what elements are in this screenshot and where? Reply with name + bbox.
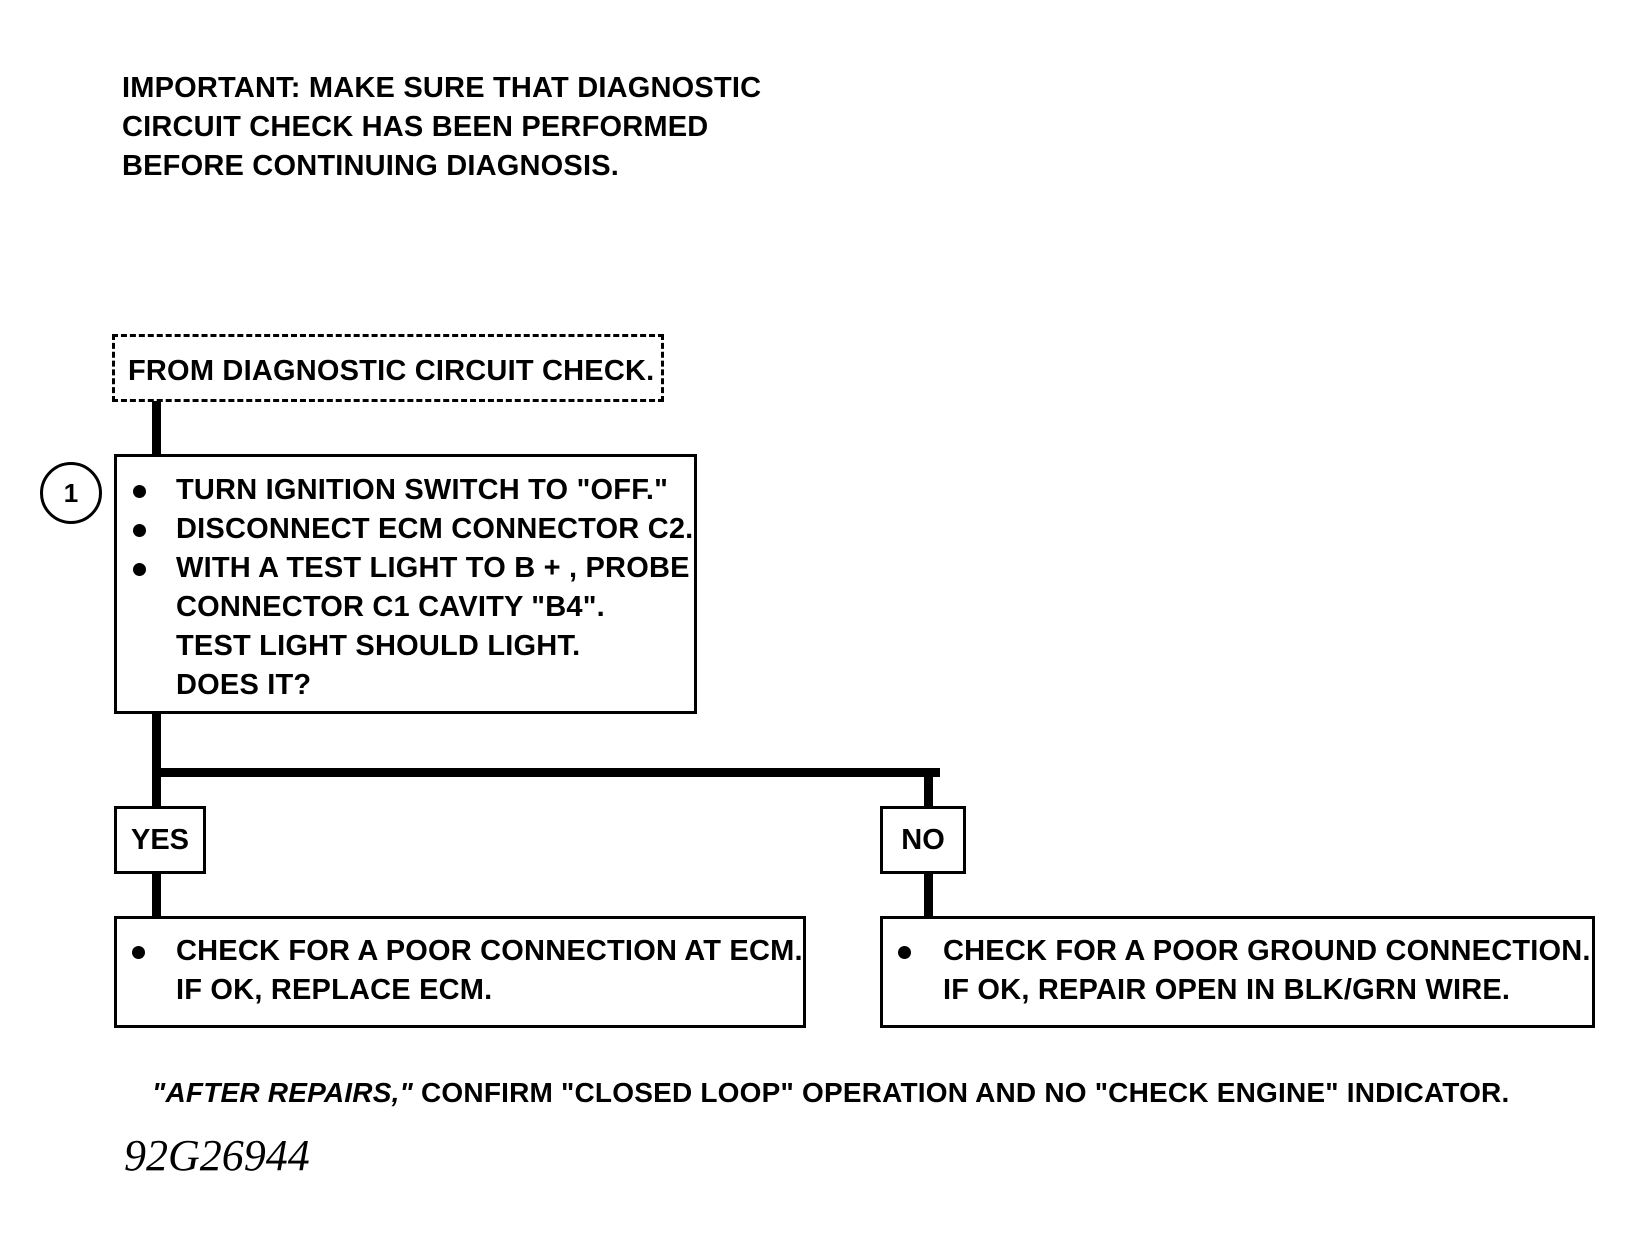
bullet	[132, 946, 145, 959]
start-label: FROM DIAGNOSTIC CIRCUIT CHECK.	[128, 355, 655, 387]
footer-note: "AFTER REPAIRS," CONFIRM "CLOSED LOOP" O…	[152, 1073, 1509, 1112]
start-box	[112, 334, 664, 402]
step1-box	[114, 454, 697, 714]
important-line-2: CIRCUIT CHECK HAS BEEN PERFORMED	[122, 111, 709, 143]
no-line-1: CHECK FOR A POOR GROUND CONNECTION.	[943, 935, 1591, 967]
step1-line-1: TURN IGNITION SWITCH TO "OFF."	[176, 474, 669, 506]
no-label-box: NO	[880, 806, 966, 874]
figure-id: 92G26944	[124, 1131, 310, 1180]
connector-branch-horizontal	[152, 768, 940, 777]
bullet	[133, 524, 146, 537]
step1-line-6: DOES IT?	[176, 669, 312, 701]
connector-branch-no	[924, 768, 933, 808]
bullet	[898, 946, 911, 959]
important-line-3: BEFORE CONTINUING DIAGNOSIS.	[122, 150, 620, 182]
important-line-1: IMPORTANT: MAKE SURE THAT DIAGNOSTIC	[122, 72, 762, 104]
yes-label: YES	[130, 823, 190, 856]
step1-line-4: CONNECTOR C1 CAVITY "B4".	[176, 591, 605, 623]
connector-start-step1	[152, 401, 161, 456]
step-number-circle: 1	[40, 462, 102, 524]
connector-yes-result	[152, 872, 161, 918]
step-number: 1	[63, 477, 79, 508]
step1-line-3: WITH A TEST LIGHT TO B + , PROBE	[176, 552, 690, 584]
yes-label-box: YES	[114, 806, 206, 874]
no-line-2: IF OK, REPAIR OPEN IN BLK/GRN WIRE.	[943, 974, 1511, 1006]
connector-step1-yes	[152, 712, 161, 808]
footer-text: CONFIRM "CLOSED LOOP" OPERATION AND NO "…	[413, 1077, 1510, 1108]
no-label: NO	[901, 823, 945, 856]
bullet	[133, 563, 146, 576]
no-result-box	[880, 916, 1595, 1028]
step1-line-5: TEST LIGHT SHOULD LIGHT.	[176, 630, 581, 662]
step1-line-2: DISCONNECT ECM CONNECTOR C2.	[176, 513, 694, 545]
footer-emphasis: "AFTER REPAIRS,"	[152, 1077, 414, 1108]
bullet	[133, 485, 146, 498]
connector-no-result	[924, 872, 933, 918]
yes-result-box	[114, 916, 806, 1028]
yes-line-2: IF OK, REPLACE ECM.	[176, 974, 493, 1006]
yes-line-1: CHECK FOR A POOR CONNECTION AT ECM.	[176, 935, 803, 967]
